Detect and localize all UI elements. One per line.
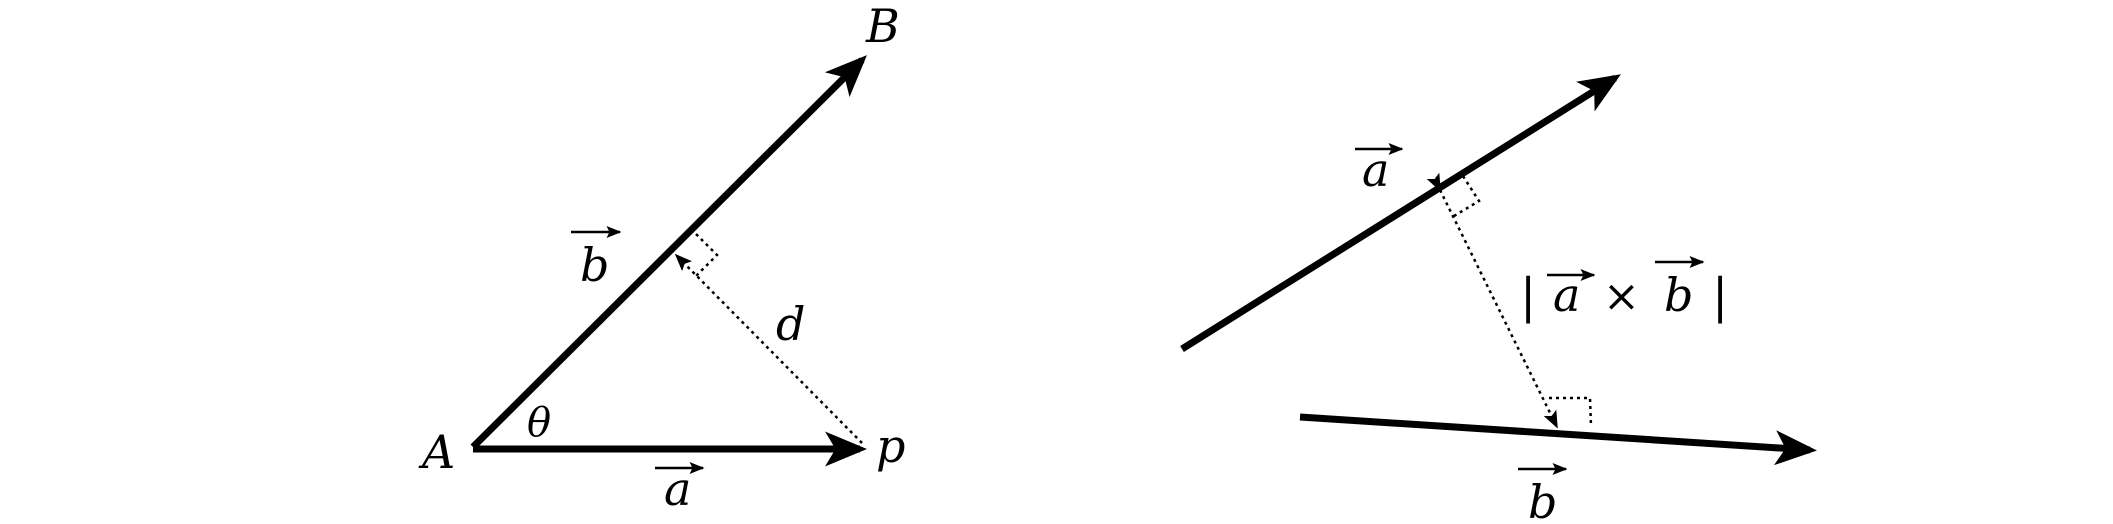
cross-a-label: a — [1553, 268, 1580, 322]
vector-a-label: a — [664, 462, 691, 516]
right-vector-b-label: b — [1528, 475, 1557, 524]
left-figure: B A p d θ b a — [418, 0, 905, 516]
vector-b-line — [470, 55, 867, 450]
abs-bar-left: | — [1520, 268, 1536, 324]
cross-product-magnitude-label: | a × b | — [1520, 256, 1728, 324]
point-p-label: p — [876, 419, 905, 473]
right-angle-marker-top — [1453, 175, 1481, 218]
point-b-label: B — [865, 0, 900, 53]
abs-bar-right: | — [1712, 268, 1728, 324]
vector-b-label-group: b — [571, 226, 622, 292]
angle-theta-label: θ — [527, 400, 551, 446]
cross-product-dotted-line — [1426, 172, 1559, 429]
distance-d-dotted-line — [674, 253, 863, 444]
right-vector-a-label: a — [1362, 143, 1389, 197]
right-angle-marker-bottom — [1549, 396, 1593, 427]
cross-b-label: b — [1664, 268, 1693, 322]
right-vector-b-label-group: b — [1518, 463, 1568, 524]
cross-times-symbol: × — [1603, 271, 1640, 322]
distance-d-label: d — [776, 297, 805, 351]
right-vector-b-line — [1299, 413, 1817, 466]
right-vector-a-line — [1180, 74, 1621, 352]
right-figure: a b | a × b | — [1180, 74, 1817, 524]
right-angle-marker-left — [695, 233, 719, 277]
point-a-label: A — [418, 425, 455, 479]
vector-b-label: b — [580, 238, 609, 292]
vector-a-label-group: a — [655, 462, 705, 516]
right-vector-a-label-group: a — [1355, 143, 1404, 197]
